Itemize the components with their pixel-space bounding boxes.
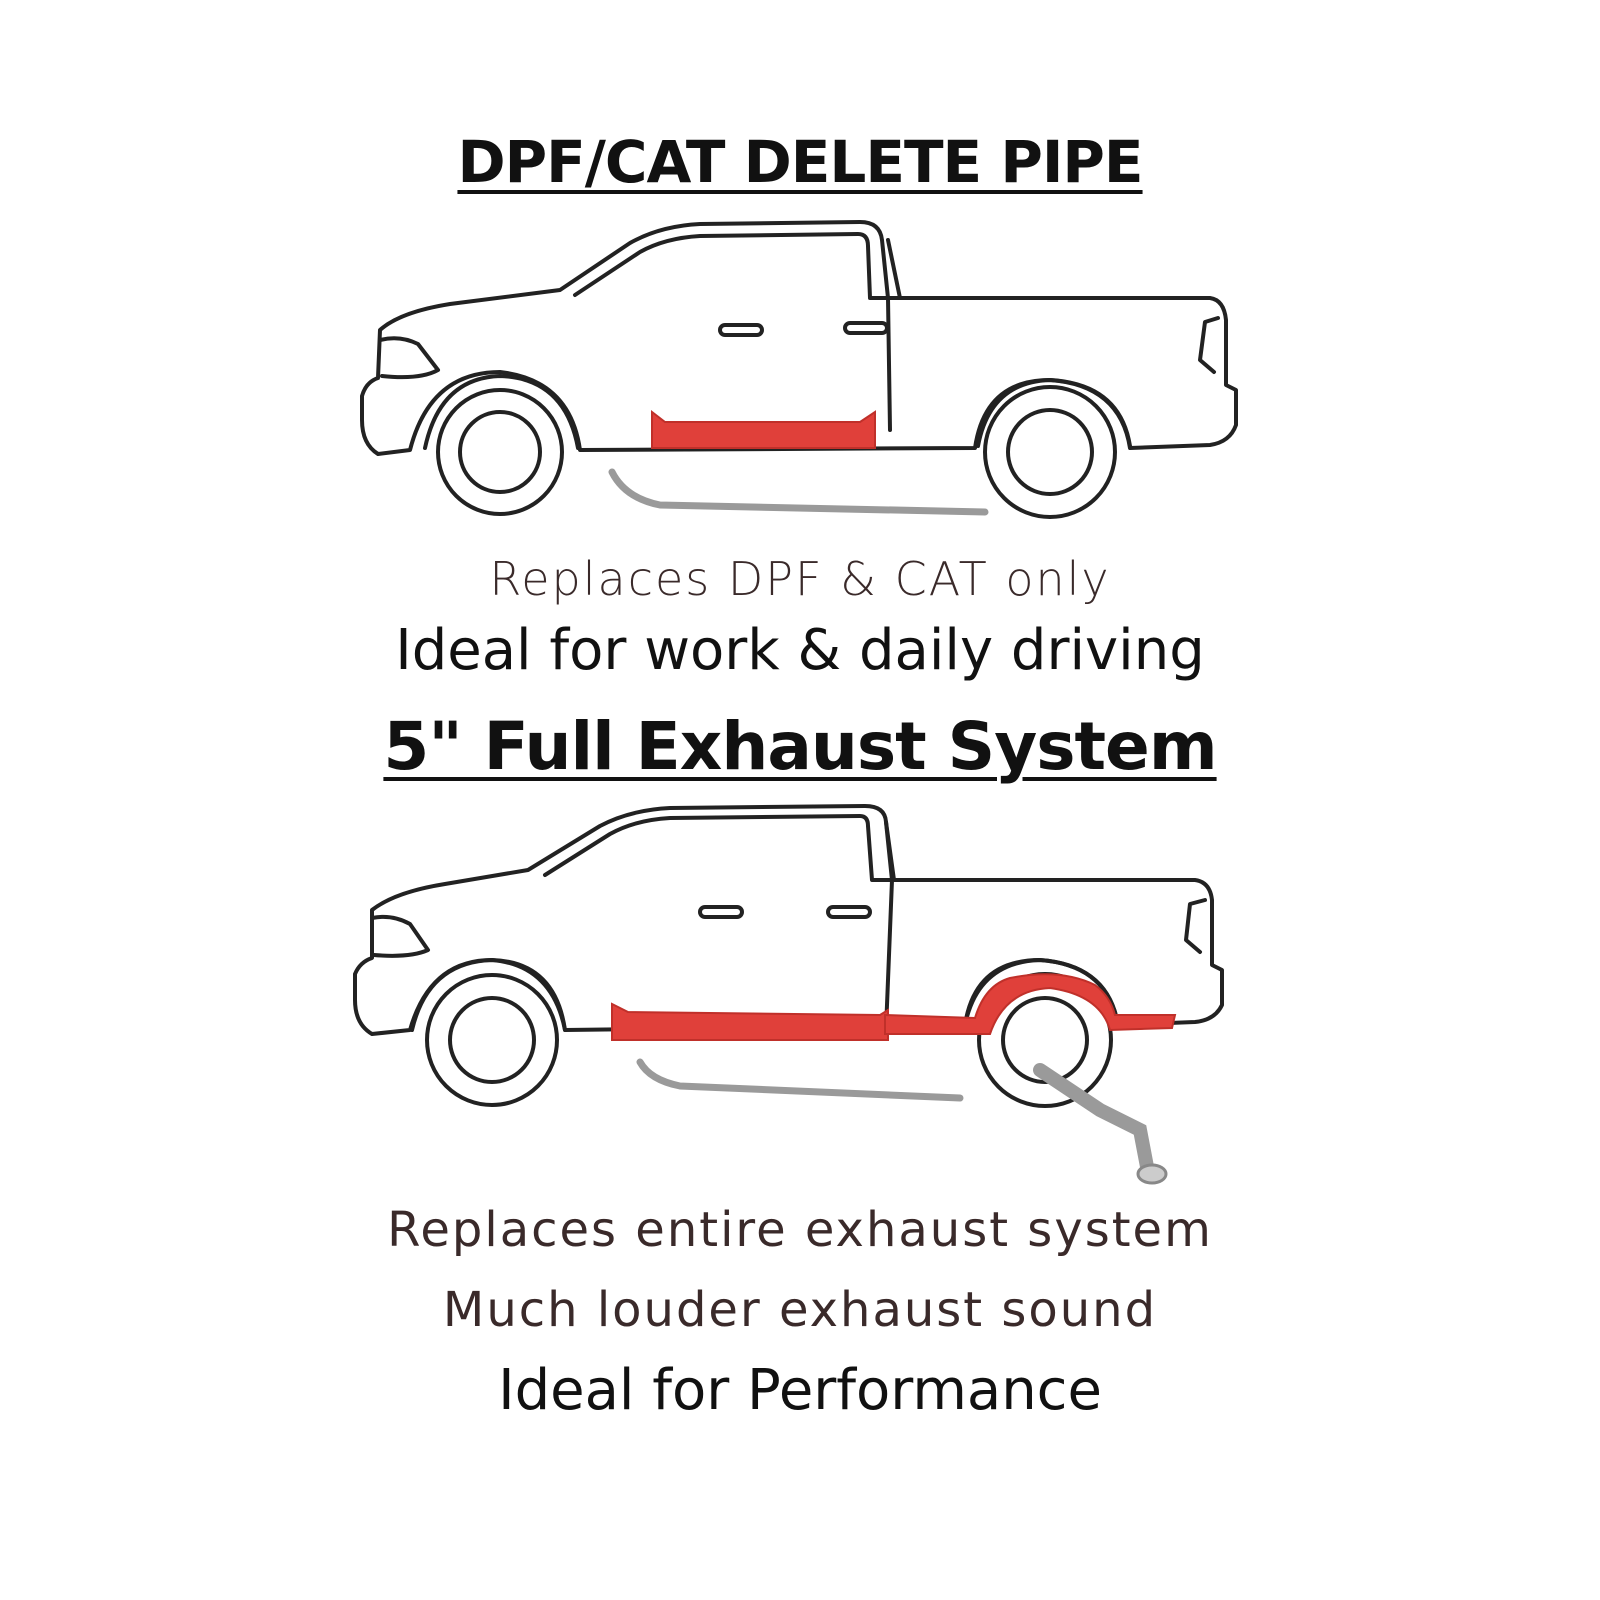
delete-pipe-usage: Ideal for work & daily driving [395, 618, 1205, 683]
truck-full-exhaust-diagram [353, 804, 1224, 1185]
truck-delete-pipe-diagram [360, 220, 1238, 519]
full-exhaust-heading: 5" Full Exhaust System [383, 708, 1217, 785]
full-exhaust-usage: Ideal for Performance [498, 1358, 1102, 1423]
full-exhaust-description: Replaces entire exhaust system [387, 1202, 1213, 1258]
full-exhaust-sound: Much louder exhaust sound [442, 1282, 1158, 1338]
delete-pipe-heading: DPF/CAT DELETE PIPE [457, 128, 1143, 196]
delete-pipe-description: Replaces DPF & CAT only [489, 552, 1111, 606]
